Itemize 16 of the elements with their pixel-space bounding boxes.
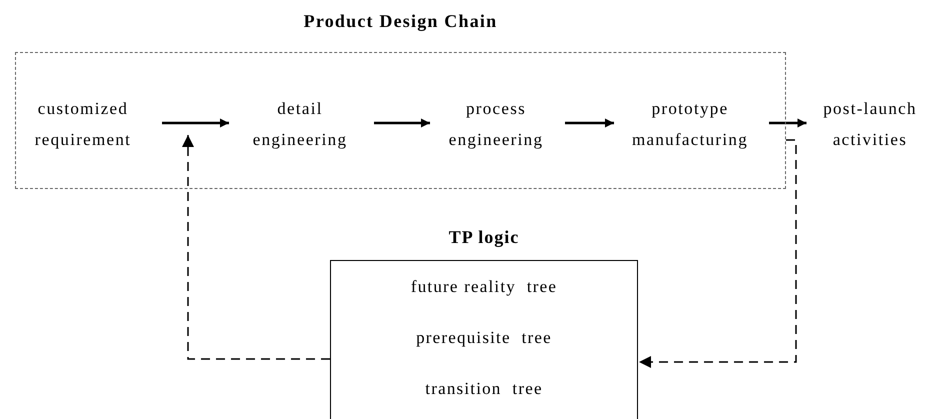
step-label: post-launch activities [808, 93, 932, 155]
tree-item: prerequisite tree [415, 328, 553, 348]
step-label: process engineering [431, 93, 561, 155]
arrow [769, 118, 806, 128]
tree-item: future reality tree [410, 277, 558, 297]
box-heading: TP logic [448, 227, 520, 248]
arrow [565, 118, 614, 128]
dashed-feedback-arrow [182, 135, 330, 360]
frame-heading: Product Design Chain [302, 11, 498, 32]
arrow [374, 118, 430, 128]
step-label: prototype manufacturing [615, 93, 765, 155]
tree-item: transition tree [424, 379, 544, 399]
arrow [162, 118, 229, 128]
dashed-feedback-arrow [639, 139, 797, 368]
step-label: customized requirement [8, 93, 158, 155]
step-label: detail engineering [230, 93, 370, 155]
